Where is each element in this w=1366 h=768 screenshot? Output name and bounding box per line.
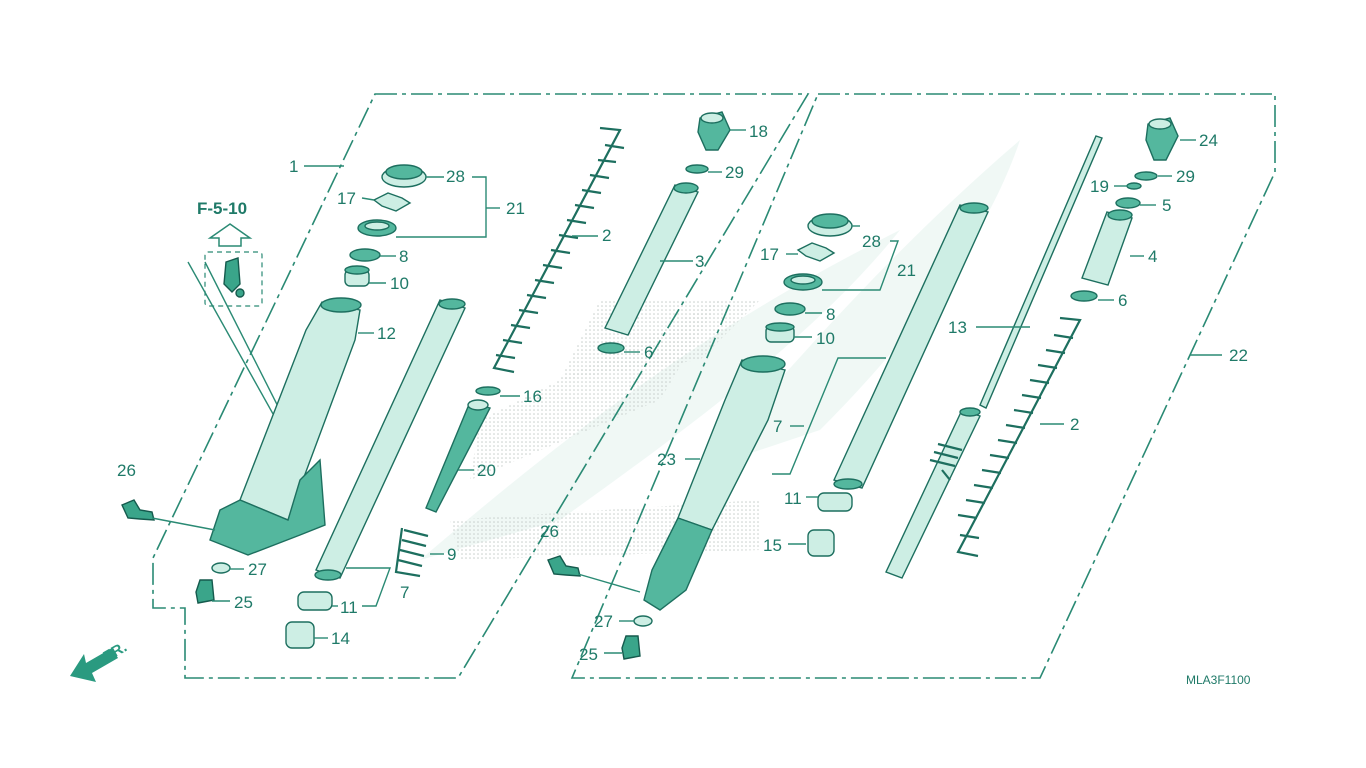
callout-23: 23 (657, 450, 676, 469)
callout-26: 26 (117, 461, 136, 480)
callout-28-r: 28 (862, 232, 881, 251)
callout-12: 12 (377, 324, 396, 343)
left-frame (152, 93, 810, 679)
callout-18: 18 (749, 122, 768, 141)
callout-8: 8 (399, 247, 408, 266)
callout-19: 19 (1090, 177, 1109, 196)
callout-21-r: 21 (897, 261, 916, 280)
callout-24: 24 (1199, 131, 1218, 150)
callout-2-r: 2 (1070, 415, 1079, 434)
callout-13: 13 (948, 318, 967, 337)
callout-5: 5 (1162, 196, 1171, 215)
up-arrow-icon (207, 223, 253, 247)
callout-28: 28 (446, 167, 465, 186)
callout-7-r: 7 (773, 417, 782, 436)
callout-6: 6 (644, 343, 653, 362)
callout-29-r: 29 (1176, 167, 1195, 186)
callout-15: 15 (763, 536, 782, 555)
callout-17: 17 (337, 189, 356, 208)
callout-14: 14 (331, 629, 350, 648)
callout-26-r: 26 (540, 522, 559, 541)
callout-2: 2 (602, 226, 611, 245)
callout-21: 21 (506, 199, 525, 218)
callout-6-r: 6 (1118, 291, 1127, 310)
reference-label: F-5-10 (197, 199, 247, 218)
left-leaders (212, 129, 746, 639)
callout-7: 7 (400, 583, 409, 602)
callout-27-r: 27 (594, 612, 613, 631)
left-callouts: 1 28 17 21 8 10 12 2 3 18 29 6 16 20 9 2… (117, 122, 768, 648)
callout-11: 11 (340, 598, 358, 617)
callout-29: 29 (725, 163, 744, 182)
left-fork-assembly (121, 111, 731, 649)
right-leaders (604, 139, 1222, 654)
callout-8-r: 8 (826, 305, 835, 324)
callout-20: 20 (477, 461, 496, 480)
callout-9: 9 (447, 545, 456, 564)
callout-17-r: 17 (760, 245, 779, 264)
callout-22: 22 (1229, 346, 1248, 365)
front-direction-indicator: FR. (70, 639, 130, 682)
right-fork-assembly (547, 117, 1179, 660)
callout-1: 1 (289, 157, 298, 176)
callout-10-r: 10 (816, 329, 835, 348)
callout-25: 25 (234, 593, 253, 612)
callout-27: 27 (248, 560, 267, 579)
callout-10: 10 (390, 274, 409, 293)
callout-11-r: 11 (784, 489, 802, 508)
diagram-code: MLA3F1100 (1186, 673, 1251, 687)
right-frame (570, 93, 1276, 679)
callout-16: 16 (523, 387, 542, 406)
callout-3: 3 (695, 252, 704, 271)
callout-4: 4 (1148, 247, 1157, 266)
callout-25-r: 25 (579, 645, 598, 664)
front-arrow-icon (70, 648, 118, 682)
right-callouts: 28 17 21 8 10 23 7 11 15 26 27 25 13 24 … (540, 131, 1248, 664)
